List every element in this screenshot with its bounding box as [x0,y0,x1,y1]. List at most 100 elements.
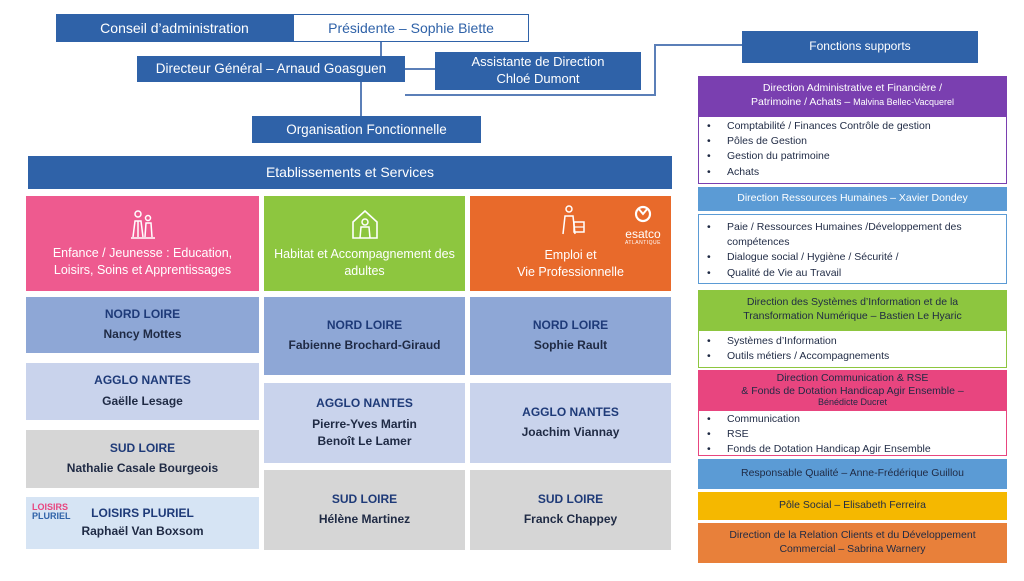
director-box: Directeur Général – Arnaud Goasguen [137,56,405,82]
list-item: Paie / Ressources Humaines /Développemen… [707,220,998,250]
support-header-label: Fonctions supports [809,39,911,54]
daf-line2: Patrimoine / Achats – [750,96,851,108]
com-name: Bénédicte Ducret [817,397,888,408]
cell-enfance-sud: SUD LOIRE Nathalie Casale Bourgeois [26,430,259,488]
column-title-emploi-line1: Emploi et [544,248,597,263]
region-label: SUD LOIRE [331,491,398,506]
list-item: Achats [707,165,998,180]
loisirs-pluriel-logo: LOISIRS PLURIEL [32,503,71,521]
person-name: Nancy Mottes [103,327,182,342]
person-name: Sophie Rault [533,338,608,353]
daf-name: Malvina Bellec-Vacquerel [853,97,955,107]
worker-icon [562,205,585,235]
establishments-box: Etablissements et Services [28,156,672,189]
quality-label: Responsable Qualité – Anne-Frédérique Gu… [741,467,964,480]
president-label: Présidente – Sophie Biette [328,19,494,36]
region-label: AGGLO NANTES [316,396,413,411]
support-header: Fonctions supports [742,31,978,63]
list-item: Dialogue social / Hygiène / Sécurité / [707,250,998,265]
list-item: Pôles de Gestion [707,134,998,149]
person-name: Pierre-Yves Martin [312,417,417,431]
person-name: Benoît Le Lamer [317,433,412,448]
cell-loisirs-pluriel: LOISIRS PLURIEL LOISIRS PLURIEL Raphaël … [26,497,259,549]
region-label: SUD LOIRE [537,491,604,506]
region-label: SUD LOIRE [109,440,176,455]
person-name: Gaëlle Lesage [102,393,183,408]
esatco-sub: ATLANTIQUE [624,240,661,247]
list-item: Qualité de Vie au Travail [707,266,998,281]
region-label: AGGLO NANTES [522,404,619,419]
person-name: Raphaël Van Boxsom [81,524,204,539]
president-box: Présidente – Sophie Biette [293,14,529,42]
establishments-label: Etablissements et Services [265,164,435,181]
list-item: Gestion du patrimoine [707,149,998,164]
person-name: Nathalie Casale Bourgeois [66,461,219,476]
esatco-logo: esatco ATLANTIQUE [625,204,661,247]
cell-habitat-nord: NORD LOIRE Fabienne Brochard-Giraud [264,297,465,375]
drh-box: Direction Ressources Humaines – Xavier D… [698,187,1007,211]
person-name: Joachim Viannay [521,425,620,440]
dsi-line1: Direction des Systèmes d’Information et … [746,296,959,309]
connector-director-org [360,80,362,116]
person-name: Hélène Martinez [318,512,411,527]
list-item: Systèmes d’Information [707,334,998,349]
region-label: NORD LOIRE [326,317,403,332]
connector-director-assistant [405,68,435,70]
list-item: Comptabilité / Finances Contrôle de gest… [707,119,998,134]
cell-emploi-nord: NORD LOIRE Sophie Rault [470,297,671,375]
connector-support-top [654,44,742,46]
connector-president-director [380,42,382,56]
connector-support-h [405,94,655,96]
logo-line1: LOISIRS [32,502,69,512]
list-item: Fonds de Dotation Handicap Agir Ensemble [707,442,998,457]
cell-habitat-sud: SUD LOIRE Hélène Martinez [264,470,465,550]
drh-list: Paie / Ressources Humaines /Développemen… [698,214,1007,284]
list-item: RSE [707,427,998,442]
daf-line1: Direction Administrative et Financière / [762,82,943,95]
list-item: Communication [707,412,998,427]
relation-box: Direction de la Relation Clients et du D… [698,523,1007,563]
connector-support-v [654,44,656,96]
org-label: Organisation Fonctionnelle [286,121,447,137]
column-title-habitat: Habitat et Accompagnement des adultes [274,247,455,278]
dsi-line2: Transformation Numérique – Bastien Le Hy… [743,310,962,322]
region-label: NORD LOIRE [104,306,181,321]
cell-emploi-sud: SUD LOIRE Franck Chappey [470,470,671,550]
quality-box: Responsable Qualité – Anne-Frédérique Gu… [698,459,1007,489]
social-box: Pôle Social – Elisabeth Ferreira [698,492,1007,520]
region-label: AGGLO NANTES [94,373,191,388]
com-box: Direction Communication & RSE & Fonds de… [698,370,1007,410]
drh-label: Direction Ressources Humaines – Xavier D… [737,192,968,205]
logo-line2: PLURIEL [32,511,71,521]
person-name: Franck Chappey [523,512,618,527]
region-label: NORD LOIRE [532,317,609,332]
cell-enfance-agglo: AGGLO NANTES Gaëlle Lesage [26,363,259,420]
house-icon [351,210,378,240]
column-header-habitat: Habitat et Accompagnement des adultes [264,196,465,291]
com-line1: Direction Communication & RSE [776,372,929,384]
region-label: LOISIRS PLURIEL [91,505,194,520]
daf-list: Comptabilité / Finances Contrôle de gest… [698,116,1007,184]
assistant-line1: Assistante de Direction [471,54,605,70]
esatco-mark-icon [634,205,652,223]
dsi-list: Systèmes d’Information Outils métiers / … [698,330,1007,368]
org-box: Organisation Fonctionnelle [252,116,481,143]
board-label: Conseil d’administration [100,19,249,36]
com-line2: & Fonds de Dotation Handicap Agir Ensemb… [741,384,964,397]
list-item: Outils métiers / Accompagnements [707,349,998,364]
esatco-name: esatco [625,227,661,242]
social-label: Pôle Social – Elisabeth Ferreira [778,499,927,512]
column-header-enfance: Enfance / Jeunesse : Education, Loisirs,… [26,196,259,291]
column-header-emploi: esatco ATLANTIQUE Emploi et Vie Professi… [470,196,671,291]
com-list: Communication RSE Fonds de Dotation Hand… [698,410,1007,458]
column-title-emploi-line2: Vie Professionnelle [517,264,624,279]
person-name: Fabienne Brochard-Giraud [288,338,441,353]
daf-box: Direction Administrative et Financière /… [698,76,1007,116]
cell-enfance-nord: NORD LOIRE Nancy Mottes [26,297,259,353]
assistant-line2: Chloé Dumont [496,71,580,86]
dsi-box: Direction des Systèmes d’Information et … [698,290,1007,330]
family-icon [130,210,155,239]
board-box: Conseil d’administration [56,14,293,42]
director-label: Directeur Général – Arnaud Goasguen [155,61,387,77]
column-title-enfance: Enfance / Jeunesse : Education, Loisirs,… [52,246,233,277]
